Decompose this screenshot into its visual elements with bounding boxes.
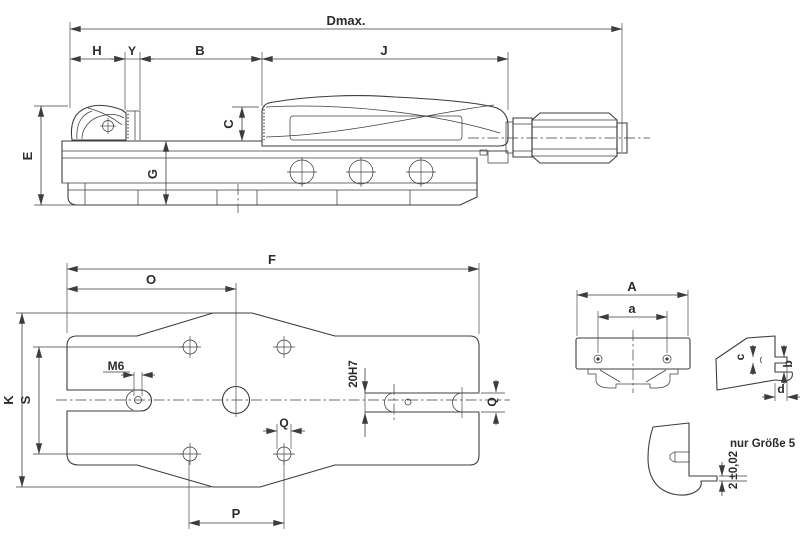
dim-label-q-slot: Q	[485, 397, 499, 406]
mounting-holes	[179, 336, 295, 465]
detail-section	[647, 422, 718, 496]
jaw-front-geometry	[575, 330, 691, 393]
dim-label-g: G	[145, 169, 160, 179]
dim-label-b: B	[195, 43, 204, 58]
dim-label-a-inner: a	[628, 301, 636, 316]
jaw-side-view: c b d	[715, 335, 800, 401]
dim-label-p: P	[232, 506, 241, 521]
plan-view: F O K S M6 20H7 Q Q P	[1, 252, 510, 529]
detail-note: nur Größe 5	[730, 438, 796, 450]
rail-holes	[287, 157, 436, 187]
jaw-side-dimensions: c b d	[733, 345, 800, 401]
detail-set-screw	[669, 451, 690, 463]
dim-label-f: F	[268, 252, 276, 267]
dim-label-s: S	[18, 395, 33, 404]
dim-label-lip: 2 ±0,02	[728, 451, 740, 489]
dim-label-c-small: c	[733, 353, 747, 360]
detail-dimensions: 2 ±0,02 nur Größe 5	[718, 438, 796, 496]
fixed-jaw-outline	[70, 104, 127, 141]
dim-label-e: E	[20, 151, 35, 160]
plan-view-geometry	[56, 312, 510, 488]
dim-label-k: K	[1, 395, 16, 405]
dim-label-b-small: b	[781, 360, 795, 367]
dim-label-d-small: d	[777, 382, 784, 396]
pin-hole	[404, 398, 412, 406]
dim-label-c: C	[221, 119, 236, 129]
jaw-front-view: A a	[575, 279, 691, 393]
side-view: Dmax. H Y B J E G C	[20, 13, 650, 213]
dim-label-y: Y	[128, 44, 136, 58]
dim-label-a-outer: A	[627, 279, 637, 294]
dim-label-j: J	[380, 43, 387, 58]
detail-view: 2 ±0,02 nur Größe 5	[647, 422, 796, 496]
side-view-geometry	[61, 95, 650, 213]
dim-label-h: H	[92, 43, 101, 58]
movable-jaw-outline	[261, 95, 509, 147]
jaw-front-dimensions: A a	[576, 279, 689, 353]
dim-label-m6: M6	[108, 359, 125, 373]
detail-geometry	[647, 422, 718, 496]
plan-view-dimensions: F O K S M6 20H7 Q Q P	[1, 252, 505, 529]
base-outline	[67, 157, 478, 206]
dim-label-20h7: 20H7	[348, 360, 360, 388]
jaw-insert	[587, 369, 679, 389]
dim-label-dmax: Dmax.	[326, 13, 365, 28]
dim-label-o: O	[146, 272, 156, 287]
side-view-dimensions: Dmax. H Y B J E G C	[20, 13, 623, 206]
dim-label-q-hole: Q	[279, 416, 288, 430]
